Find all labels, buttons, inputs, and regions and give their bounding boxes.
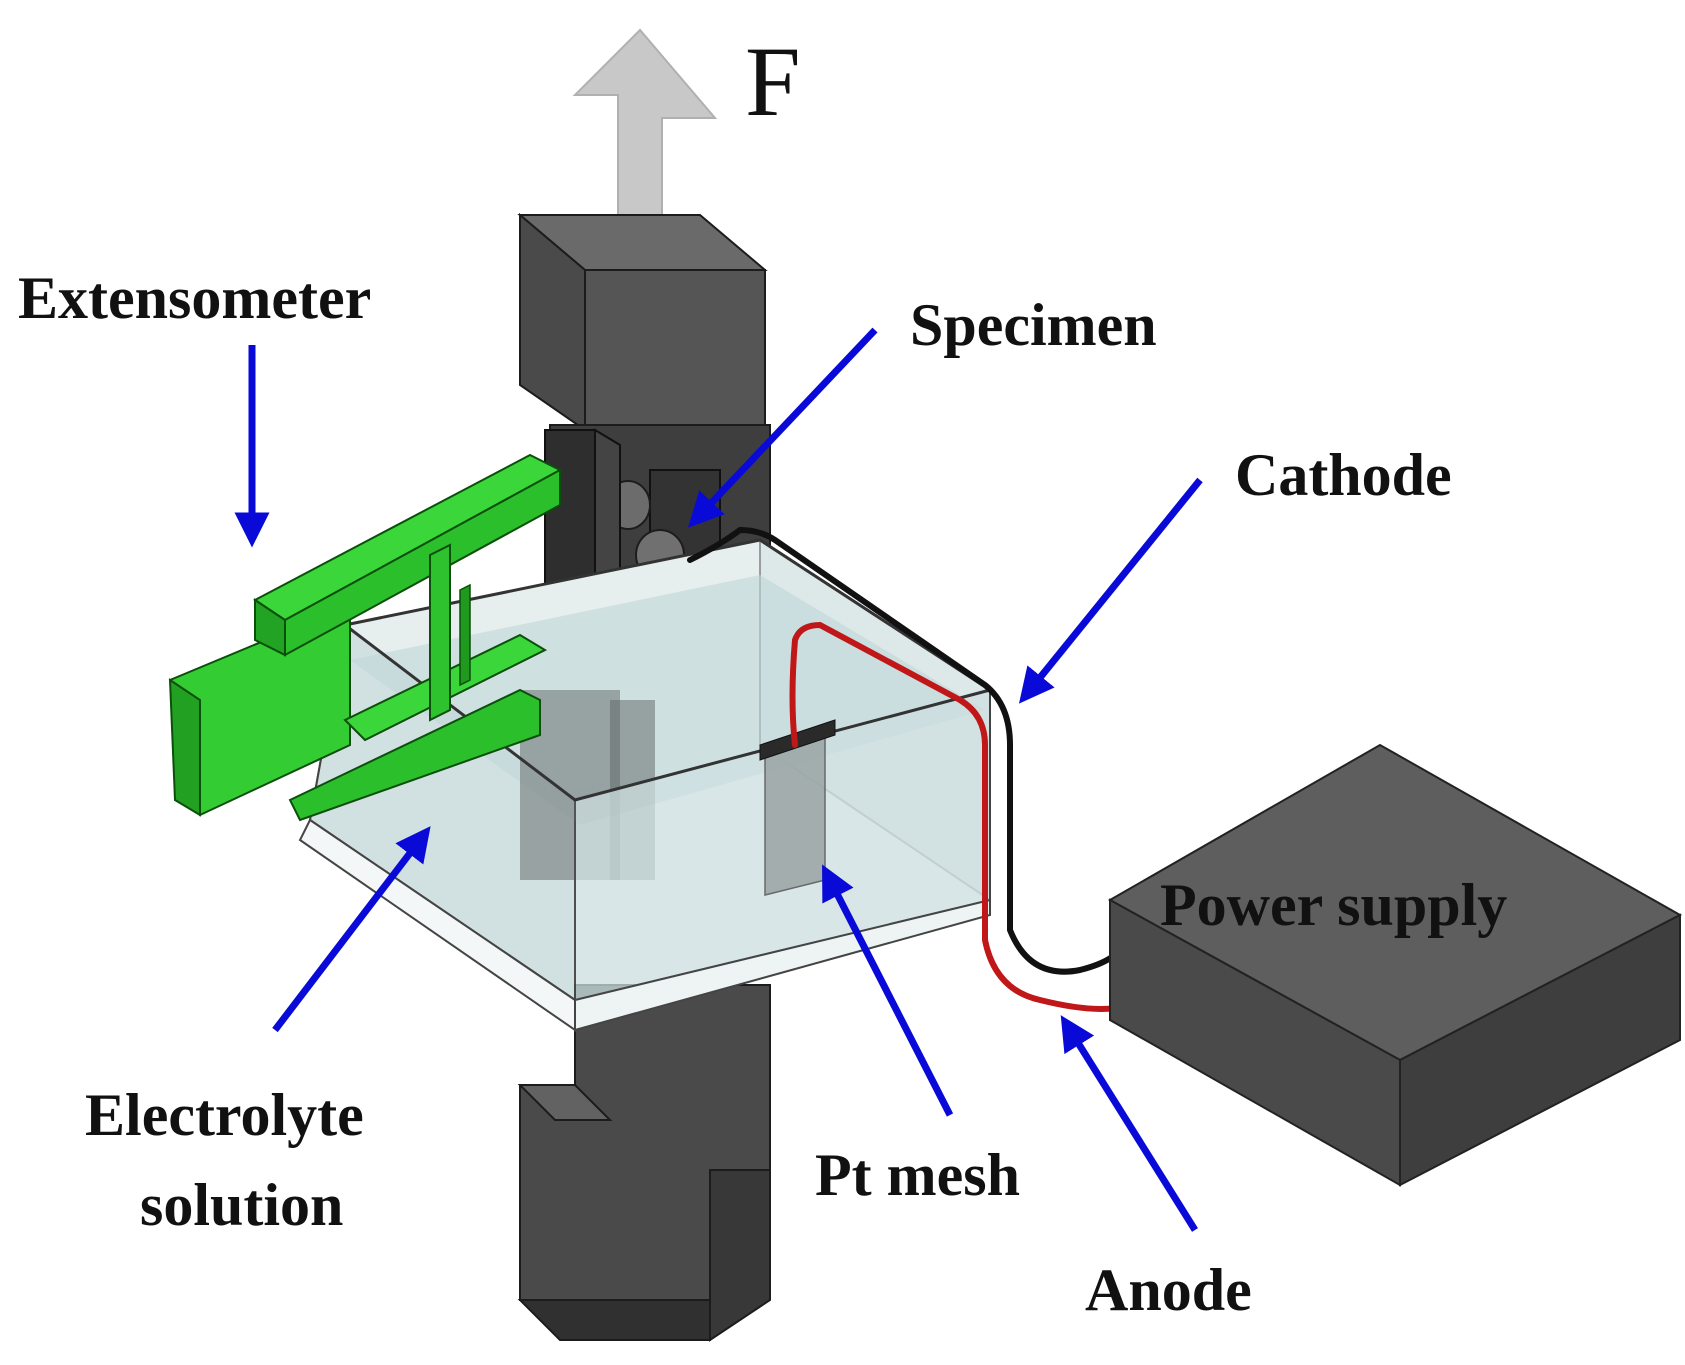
power-supply-label: Power supply (1160, 872, 1507, 938)
force-label: F (745, 26, 801, 137)
extensometer-label: Extensometer (18, 265, 371, 331)
electrolyte-label-line2: solution (140, 1172, 343, 1238)
electrolyte-pointer-arrow (272, 826, 431, 1033)
anode-pointer-arrow (1060, 1015, 1198, 1232)
electrolyte-label-line1: Electrolyte (85, 1082, 364, 1148)
cathode-pointer-arrow (1018, 477, 1203, 704)
pt-mesh-pointer-arrow (822, 864, 954, 1117)
label-arrows (234, 327, 1203, 1232)
specimen-pointer-arrow (687, 327, 878, 528)
lower-grip (517, 984, 771, 1342)
cathode-wire (687, 526, 1128, 975)
anode-wire (789, 621, 1133, 1012)
force-arrow (572, 28, 718, 236)
anode-label: Anode (1085, 1257, 1252, 1323)
specimen-label: Specimen (910, 292, 1157, 358)
pt-mesh (759, 719, 836, 896)
pt-mesh-label: Pt mesh (815, 1142, 1020, 1208)
extensometer (168, 453, 563, 822)
power-supply (1107, 743, 1683, 1187)
cathode-label: Cathode (1235, 442, 1452, 508)
